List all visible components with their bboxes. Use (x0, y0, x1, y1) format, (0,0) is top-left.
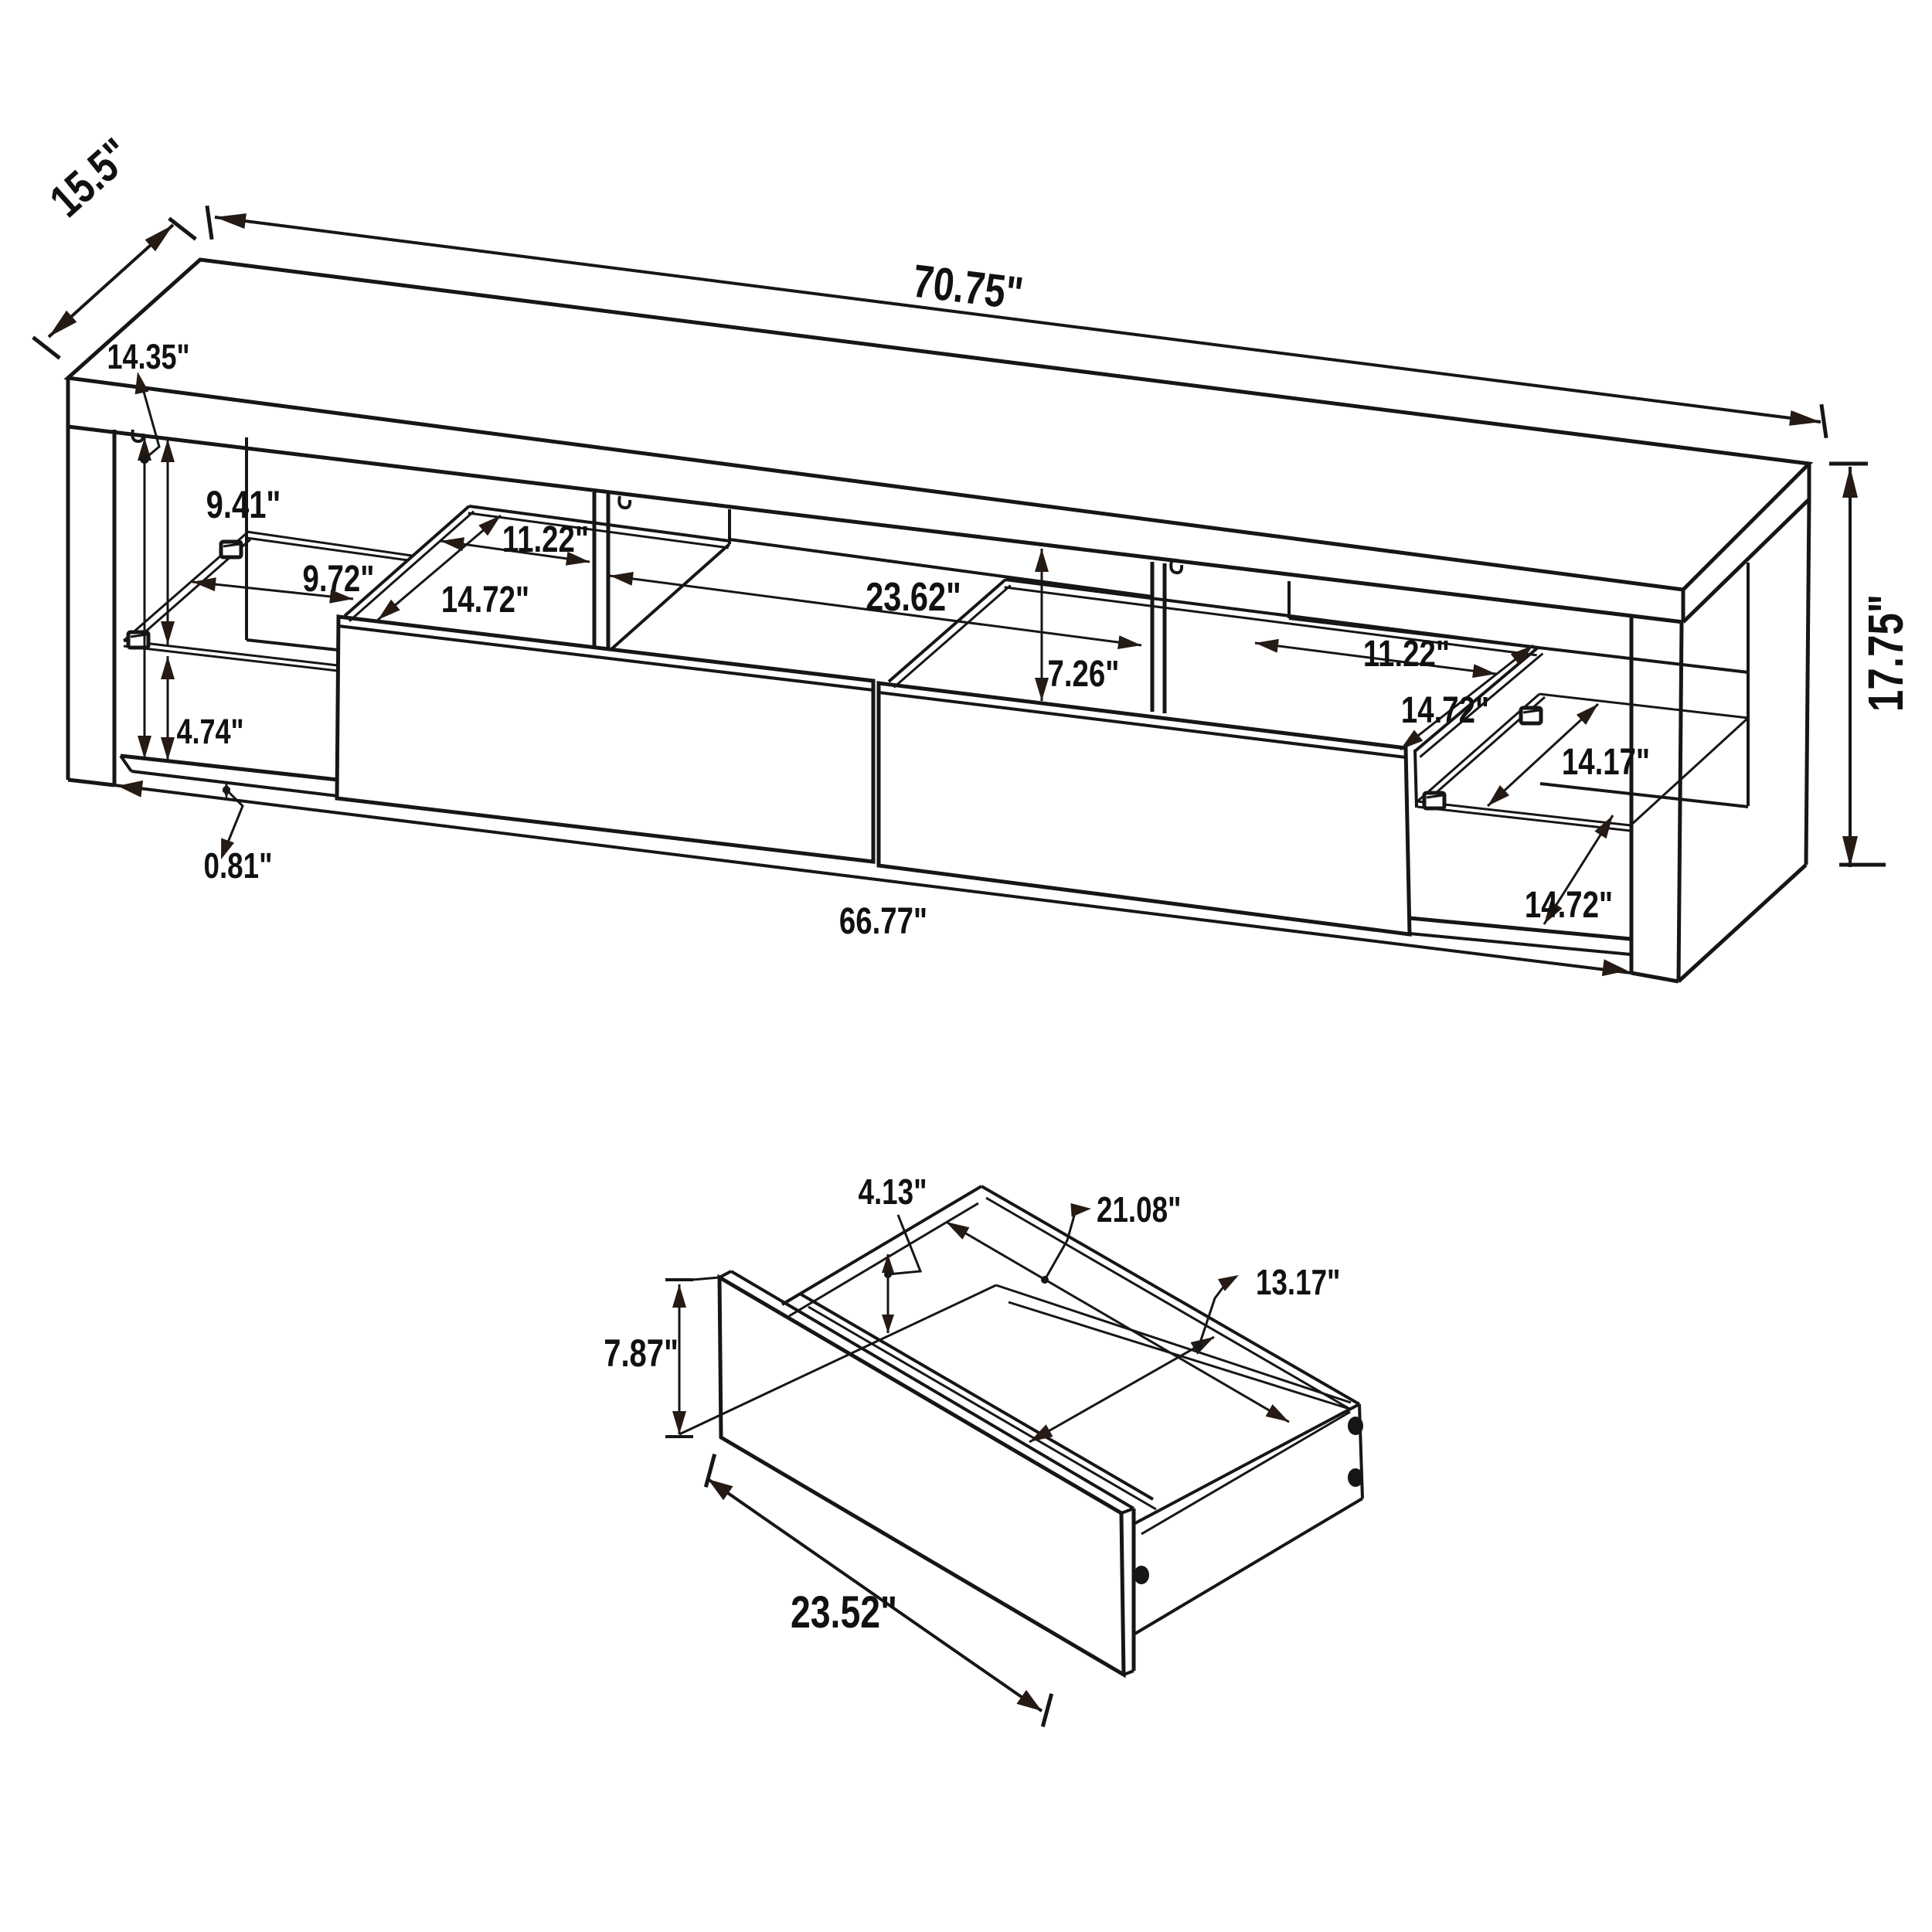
svg-text:17.75": 17.75" (1859, 594, 1914, 712)
svg-text:23.52": 23.52" (791, 1587, 897, 1638)
svg-text:4.13": 4.13" (858, 1172, 927, 1212)
svg-text:14.17": 14.17" (1562, 742, 1650, 783)
svg-text:66.77": 66.77" (839, 901, 927, 942)
svg-text:11.22": 11.22" (1363, 634, 1450, 675)
svg-text:23.62": 23.62" (866, 574, 961, 620)
svg-text:14.72": 14.72" (1525, 885, 1613, 926)
svg-text:21.08": 21.08" (1097, 1189, 1182, 1230)
svg-text:13.17": 13.17" (1256, 1262, 1341, 1302)
svg-text:7.26": 7.26" (1048, 654, 1120, 695)
svg-text:14.72": 14.72" (441, 580, 529, 621)
svg-text:7.87": 7.87" (604, 1332, 679, 1375)
svg-text:0.81": 0.81" (203, 845, 272, 886)
svg-text:14.72": 14.72" (1401, 690, 1489, 731)
svg-text:4.74": 4.74" (176, 712, 243, 751)
svg-text:14.35": 14.35" (107, 337, 189, 376)
svg-text:9.41": 9.41" (206, 483, 281, 526)
svg-text:9.72": 9.72" (303, 559, 375, 600)
svg-text:11.22": 11.22" (502, 519, 589, 560)
